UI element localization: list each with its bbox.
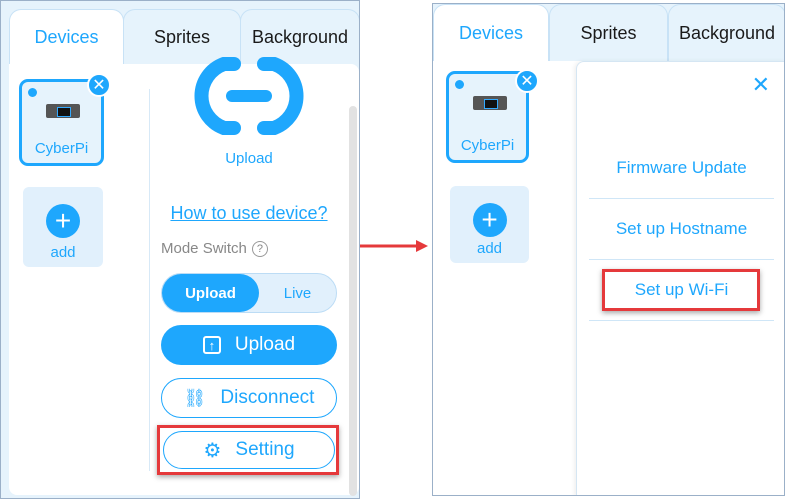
highlight-setting <box>157 425 339 475</box>
settings-popup: ✕ Firmware Update Set up Hostname Set up… <box>576 61 784 495</box>
add-device-button[interactable]: + add <box>23 187 103 267</box>
toggle-live[interactable]: Live <box>283 284 312 302</box>
devices-panel-after: Devices Sprites Background CyberPi ✕ + a… <box>432 3 785 496</box>
disconnect-button[interactable]: ⛓ Disconnect <box>161 378 337 418</box>
device-name: CyberPi <box>460 137 515 154</box>
menu-set-up-wifi[interactable]: Set up Wi-Fi <box>589 260 774 321</box>
scrollbar[interactable] <box>349 106 357 496</box>
cyberpi-image <box>473 96 507 110</box>
upload-icon: ↑ <box>202 336 221 354</box>
menu-set-up-hostname[interactable]: Set up Hostname <box>589 199 774 260</box>
gear-icon: ⚙ <box>203 439 222 462</box>
arrow-icon <box>360 240 428 252</box>
help-icon[interactable]: ? <box>251 240 268 257</box>
connected-dot <box>455 80 464 89</box>
add-device-button[interactable]: + add <box>450 186 529 263</box>
mode-toggle[interactable]: Upload Live <box>161 273 337 313</box>
plus-icon: + <box>472 203 507 237</box>
divider <box>149 89 150 471</box>
highlight-wifi <box>602 269 760 311</box>
remove-device-button[interactable]: ✕ <box>515 69 539 93</box>
tab-devices[interactable]: Devices <box>9 9 124 65</box>
add-label: add <box>50 244 76 261</box>
tab-sprites[interactable]: Sprites <box>123 9 241 64</box>
mode-label: Upload <box>225 150 273 167</box>
connected-dot <box>28 88 37 97</box>
setting-label: Setting <box>235 439 295 460</box>
menu-firmware-update[interactable]: Firmware Update <box>589 138 774 199</box>
device-name: CyberPi <box>34 140 89 157</box>
how-to-use-link[interactable]: How to use device? <box>170 203 328 223</box>
close-popup-button[interactable]: ✕ <box>751 72 770 97</box>
upload-button[interactable]: ↑ Upload <box>161 325 337 365</box>
upload-mode-icon <box>194 57 304 135</box>
broken-link-icon: ⛓ <box>183 387 207 408</box>
disconnect-label: Disconnect <box>220 387 315 408</box>
toggle-upload[interactable]: Upload <box>162 274 259 312</box>
tab-background[interactable]: Background <box>668 4 784 61</box>
devices-panel-before: Devices Sprites Background CyberPi ✕ + a… <box>0 0 360 499</box>
tab-devices[interactable]: Devices <box>433 4 549 62</box>
mode-switch-label: Mode Switch ? <box>161 240 268 257</box>
cyberpi-image <box>46 104 80 118</box>
tab-background[interactable]: Background <box>240 9 359 64</box>
device-card-cyberpi[interactable]: CyberPi <box>446 71 529 163</box>
setting-button[interactable]: ⚙ Setting <box>163 431 335 469</box>
plus-icon: + <box>46 204 80 238</box>
upload-label: Upload <box>234 334 296 355</box>
tab-sprites[interactable]: Sprites <box>549 4 668 61</box>
remove-device-button[interactable]: ✕ <box>87 73 111 97</box>
mode-switch-text: Mode Switch <box>161 240 247 257</box>
add-label: add <box>476 240 503 257</box>
